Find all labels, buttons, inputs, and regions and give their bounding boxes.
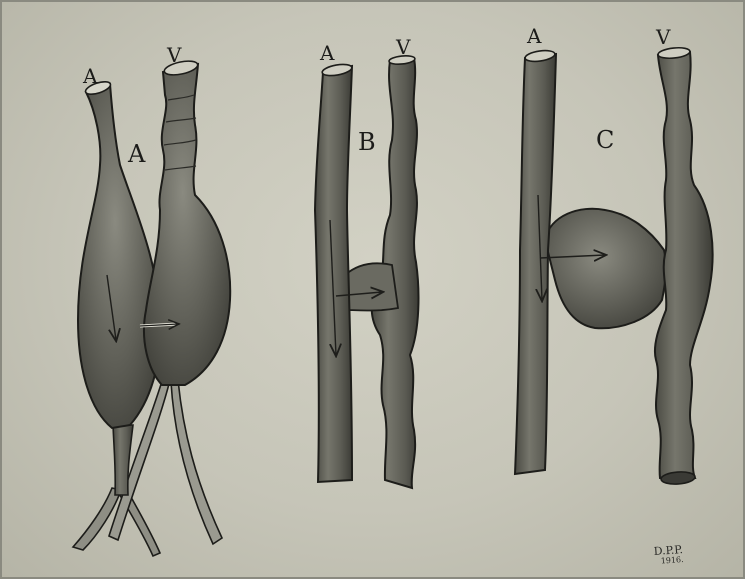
figure-a-vein-sac — [144, 64, 230, 385]
figure-a-group — [73, 59, 230, 556]
figure-c-vein — [655, 52, 713, 478]
figure-c-sac — [545, 209, 666, 329]
figure-a-letter: A — [128, 142, 145, 166]
figure-b-vein-letter: V — [396, 37, 410, 57]
figure-a-artery-letter: A — [83, 66, 97, 86]
figure-b-artery — [315, 66, 352, 482]
figure-c-artery-letter: A — [527, 26, 541, 46]
figure-a-artery-sac — [78, 84, 160, 428]
figure-a-vein-letter: V — [167, 45, 181, 65]
figure-c-letter: C — [596, 128, 614, 152]
figure-b-group — [315, 55, 418, 488]
figure-c-artery — [515, 54, 556, 474]
figure-c-group — [515, 46, 713, 485]
figure-a-vein-branch-right — [171, 380, 222, 544]
figure-b-letter: B — [358, 130, 376, 154]
figure-c-vein-letter: V — [656, 27, 670, 47]
artist-signature: D.P.P. 1916. — [653, 544, 684, 566]
figure-b-artery-letter: A — [320, 43, 334, 63]
figure-b-bridge — [345, 263, 398, 310]
